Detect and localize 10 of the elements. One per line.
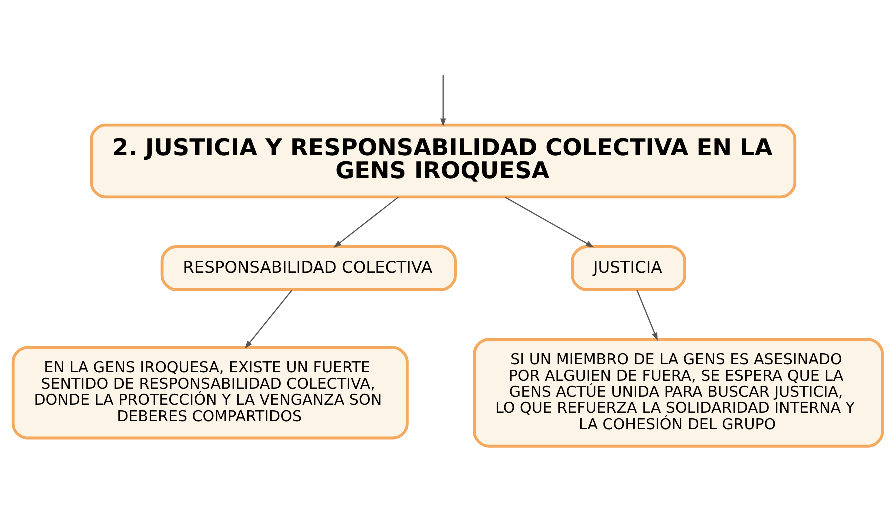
node-box: SI UN MIEMBRO DE LA GENS ES ASESINADO POR ALGUIEN DE FUERA, SE ESPERA QUE LA GENS ACTÚE UNIDA PARA BUSCAR JUSTICIA, LO QUE REFUERZA LA SOLIDARIDAD INTERNA Y LA COHESIÓN DEL GRUPO [473,338,884,448]
arrow [244,290,293,350]
arrow [636,290,658,342]
arrow [440,76,446,127]
arrow [334,196,399,248]
node-box: EN LA GENS IROQUESA, EXISTE UN FUERTE SENTIDO DE RESPONSABILIDAD COLECTIVA, DONDE LA PROTECCIÓN Y LA VENGANZA SON DEBERES COMPARTIDOS [12,346,409,440]
node-box: RESPONSABILIDAD COLECTIVA [160,246,457,292]
node-box: 2. JUSTICIA Y RESPONSABILIDAD COLECTIVA EN LA GENS IROQUESA [90,124,797,199]
node-box: JUSTICIA [571,246,686,292]
arrow [504,196,594,248]
